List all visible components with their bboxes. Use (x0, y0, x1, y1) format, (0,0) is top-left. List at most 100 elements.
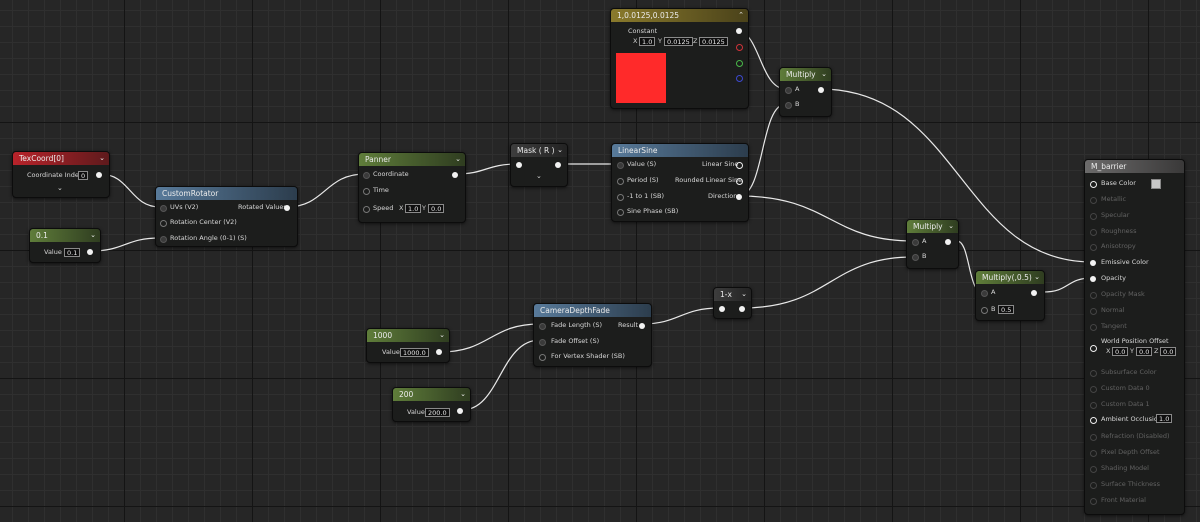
chevron-down-icon[interactable]: ⌄ (439, 331, 445, 339)
period-input-pin[interactable] (617, 178, 624, 185)
multiply-output-pin[interactable] (1031, 290, 1037, 296)
scalar-0-1-node[interactable]: 0.1⌄ Value 0.1 (29, 228, 101, 263)
chevron-down-icon[interactable]: ⌄ (741, 290, 747, 298)
normal-pin[interactable] (1090, 308, 1097, 315)
expand-chevron-icon[interactable]: ⌄ (536, 172, 542, 180)
chevron-down-icon[interactable]: ⌄ (455, 155, 461, 163)
base-color-pin[interactable] (1090, 181, 1097, 188)
wpo-y-input[interactable]: 0.0 (1136, 347, 1153, 356)
vertex-shader-pin[interactable] (539, 354, 546, 361)
sine-phase-pin[interactable] (617, 209, 624, 216)
tangent-pin[interactable] (1090, 324, 1097, 331)
custom-data-0-pin[interactable] (1090, 386, 1097, 393)
scalar-200-node[interactable]: 200⌄ Value 200.0 (392, 387, 471, 422)
multiply-b-pin[interactable] (981, 307, 988, 314)
world-position-offset-pin[interactable] (1090, 345, 1097, 352)
roughness-pin[interactable] (1090, 229, 1097, 236)
mask-input-pin[interactable] (516, 162, 522, 168)
custom-rotator-node[interactable]: CustomRotator UVs (V2) Rotation Center (… (155, 186, 298, 247)
texcoord-output-pin[interactable] (96, 172, 102, 178)
one-minus-node[interactable]: 1-x⌄ (713, 287, 752, 319)
panner-output-pin[interactable] (452, 172, 458, 178)
opacity-mask-pin[interactable] (1090, 292, 1097, 299)
one-minus-header[interactable]: 1-x⌄ (714, 288, 751, 301)
value-input[interactable]: 0.1 (64, 248, 81, 257)
multiply-half-node[interactable]: Multiply(,0.5)⌄ A B 0.5 (975, 270, 1045, 321)
material-result-header[interactable]: M_barrier (1085, 160, 1184, 173)
chevron-up-icon[interactable]: ⌃ (738, 11, 744, 19)
coordinate-index-input[interactable]: 0 (78, 171, 89, 180)
panner-header[interactable]: Panner⌄ (359, 153, 465, 166)
camera-depth-fade-header[interactable]: CameraDepthFade (534, 304, 651, 317)
surface-thickness-pin[interactable] (1090, 482, 1097, 489)
green-channel-pin[interactable] (736, 60, 743, 67)
metallic-pin[interactable] (1090, 197, 1097, 204)
scalar-output-pin[interactable] (87, 249, 93, 255)
specular-pin[interactable] (1090, 213, 1097, 220)
material-result-node[interactable]: M_barrier Base Color Metallic Specular R… (1084, 159, 1185, 515)
multiply-mid-header[interactable]: Multiply⌄ (907, 220, 958, 233)
multiply-top-node[interactable]: Multiply⌄ A B (779, 67, 832, 117)
rotation-angle-pin[interactable] (160, 236, 167, 243)
chevron-down-icon[interactable]: ⌄ (460, 390, 466, 398)
speed-input-pin[interactable] (363, 206, 370, 213)
value-input-pin[interactable] (617, 162, 624, 169)
expand-chevron-icon[interactable]: ⌄ (57, 184, 63, 192)
texcoord-node[interactable]: TexCoord[0]⌄ Coordinate Index 0 ⌄ (12, 151, 110, 198)
base-color-swatch[interactable] (1151, 179, 1161, 189)
anisotropy-pin[interactable] (1090, 244, 1097, 251)
mask-output-pin[interactable] (555, 162, 561, 168)
constant-output-pin[interactable] (736, 28, 742, 34)
rotation-center-pin[interactable] (160, 220, 167, 227)
b-value-input[interactable]: 0.5 (998, 305, 1015, 314)
red-channel-pin[interactable] (736, 44, 743, 51)
multiply-output-pin[interactable] (818, 87, 824, 93)
multiply-output-pin[interactable] (945, 239, 951, 245)
constant-z-input[interactable]: 0.0125 (699, 37, 728, 46)
multiply-a-pin[interactable] (785, 87, 792, 94)
constant-header[interactable]: 1,0.0125,0.0125⌃ (611, 9, 748, 22)
multiply-a-pin[interactable] (981, 290, 988, 297)
minus-one-to-one-pin[interactable] (617, 194, 624, 201)
fade-length-pin[interactable] (539, 323, 546, 330)
time-input-pin[interactable] (363, 188, 370, 195)
scalar-1000-header[interactable]: 1000⌄ (367, 329, 449, 342)
fade-result-pin[interactable] (639, 323, 645, 329)
multiply-top-header[interactable]: Multiply⌄ (780, 68, 831, 81)
front-material-pin[interactable] (1090, 498, 1097, 505)
scalar-0-1-header[interactable]: 0.1⌄ (30, 229, 100, 242)
shading-model-pin[interactable] (1090, 466, 1097, 473)
multiply-b-pin[interactable] (785, 102, 792, 109)
custom-data-1-pin[interactable] (1090, 402, 1097, 409)
panner-node[interactable]: Panner⌄ Coordinate Time Speed X 1.0 Y 0.… (358, 152, 466, 223)
blue-channel-pin[interactable] (736, 75, 743, 82)
linear-sine-node[interactable]: LinearSine Value (S) Period (S) -1 to 1 … (611, 143, 749, 222)
chevron-down-icon[interactable]: ⌄ (821, 70, 827, 78)
linear-sine-header[interactable]: LinearSine (612, 144, 748, 157)
chevron-down-icon[interactable]: ⌄ (90, 231, 96, 239)
wpo-x-input[interactable]: 0.0 (1112, 347, 1129, 356)
uvs-input-pin[interactable] (160, 205, 167, 212)
value-input[interactable]: 1000.0 (400, 348, 429, 357)
coordinate-input-pin[interactable] (363, 172, 370, 179)
linear-sine-output-pin[interactable] (736, 162, 743, 169)
emissive-color-pin[interactable] (1090, 260, 1096, 266)
pixel-depth-offset-pin[interactable] (1090, 450, 1097, 457)
mask-header[interactable]: Mask ( R )⌄ (511, 144, 567, 157)
speed-x-input[interactable]: 1.0 (405, 204, 422, 213)
chevron-down-icon[interactable]: ⌄ (99, 154, 105, 162)
one-minus-output-pin[interactable] (739, 306, 745, 312)
custom-rotator-header[interactable]: CustomRotator (156, 187, 297, 200)
speed-y-input[interactable]: 0.0 (428, 204, 445, 213)
value-input[interactable]: 200.0 (425, 408, 450, 417)
multiply-a-pin[interactable] (912, 239, 919, 246)
scalar-1000-node[interactable]: 1000⌄ Value 1000.0 (366, 328, 450, 363)
multiply-mid-node[interactable]: Multiply⌄ A B (906, 219, 959, 269)
constant-y-input[interactable]: 0.0125 (664, 37, 693, 46)
camera-depth-fade-node[interactable]: CameraDepthFade Fade Length (S) Result F… (533, 303, 652, 367)
refraction-pin[interactable] (1090, 434, 1097, 441)
mask-node[interactable]: Mask ( R )⌄ ⌄ (510, 143, 568, 187)
rotated-values-pin[interactable] (284, 205, 290, 211)
ambient-occlusion-input[interactable]: 1.0 (1156, 414, 1173, 423)
opacity-pin[interactable] (1090, 276, 1096, 282)
